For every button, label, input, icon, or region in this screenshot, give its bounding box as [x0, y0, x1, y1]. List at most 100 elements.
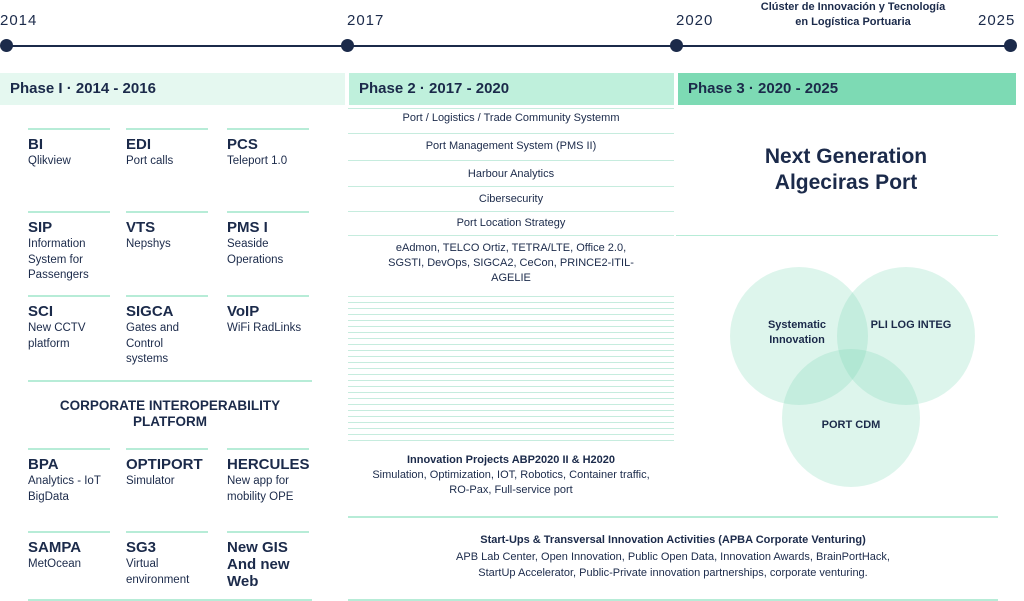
phase1-item-title: EDI [126, 136, 152, 153]
year-2017: 2017 [347, 12, 385, 29]
phase1-item: EDI Port calls [126, 128, 208, 170]
phase1-item-title: PCS [227, 136, 258, 153]
phase1-item-title: SG3 [126, 539, 157, 556]
phase1-item-title: VTS [126, 219, 156, 236]
phase1-item-bar [126, 448, 208, 450]
phase1-item-title: HERCULES [227, 456, 310, 473]
phase1-item: SIP Information System for Passengers [28, 211, 110, 284]
phase2-divider [348, 133, 674, 134]
phase1-item-desc: Simulator [126, 475, 175, 487]
cluster-label: Clúster de Innovación y Tecnología en Lo… [738, 0, 968, 30]
phase3-divider [676, 235, 998, 236]
phase2-row-harbour: Harbour Analytics [467, 168, 555, 180]
phase1-item: BPA Analytics - IoT BigData [28, 448, 110, 505]
phase1-item: BI Qlikview [28, 128, 110, 170]
phase1-item-desc: New CCTV platform [28, 322, 86, 350]
phase1-item-title: SAMPA [28, 539, 82, 556]
phase1-item-title: BPA [28, 456, 59, 473]
phase1-item-bar [126, 531, 208, 533]
timeline-dot-2014 [0, 39, 13, 52]
phase1-item-title: SIP [28, 219, 53, 236]
phase-3-header: Phase 3 · 2020 - 2025 [678, 73, 1016, 105]
phase1-item-desc: Gates and Control systems [126, 322, 180, 365]
next-generation-title-line2: Algeciras Port [774, 171, 918, 194]
phase2-row-pms: Port Management System (PMS II) [425, 140, 597, 152]
venn-circle-portcdm [782, 349, 920, 487]
phase1-item-title: OPTIPORT [126, 456, 203, 473]
timeline-dot-2020 [670, 39, 683, 52]
phase1-item-bar [28, 531, 110, 533]
timeline-dot-2017 [341, 39, 354, 52]
platform-divider-top [28, 380, 312, 382]
phase1-item-desc: Seaside Operations [227, 238, 284, 266]
phase2-divider [348, 108, 674, 109]
venn-label-pli: PLI LOG INTEG [870, 319, 952, 331]
startups-divider [348, 516, 998, 518]
phase1-item-bar [227, 128, 309, 130]
cluster-label-line2: en Logística Portuaria [795, 16, 911, 28]
phase1-item-bar [126, 295, 208, 297]
year-2025: 2025 [978, 12, 1016, 29]
phase1-item-desc: Information System for Passengers [28, 238, 89, 281]
year-2020: 2020 [676, 12, 714, 29]
phase1-item-desc: Teleport 1.0 [227, 155, 288, 167]
phase-1-header: Phase I · 2014 - 2016 [0, 73, 345, 105]
venn-circle-systematic [730, 267, 868, 405]
phase2-row-pcs: Port / Logistics / Trade Community Syste… [402, 112, 620, 124]
phase2-eadmon: eAdmon, TELCO Ortiz, TETRA/LTE, Office 2… [388, 242, 634, 284]
phase1-item: PCS Teleport 1.0 [227, 128, 309, 170]
phase1-item-bar [227, 448, 309, 450]
phase2-divider [348, 160, 674, 161]
phase1-item: OPTIPORT Simulator [126, 448, 208, 490]
phase1-item-desc: New app for mobility OPE [227, 475, 294, 503]
phase-1-bottom-line [28, 599, 312, 601]
startups-title: Start-Ups & Transversal Innovation Activ… [480, 534, 866, 546]
phase1-item-desc: Analytics - IoT BigData [28, 475, 101, 503]
phase1-item: New GIS And new Web [227, 531, 309, 591]
venn-circle-pli [837, 267, 975, 405]
phase1-item-bar [227, 295, 309, 297]
phase2-row-cibersecurity: Cibersecurity [478, 193, 544, 205]
next-generation-title-line1: Next Generation [764, 145, 928, 168]
phase1-item: SIGCA Gates and Control systems [126, 295, 208, 368]
next-generation-title: Next Generation Algeciras Port [676, 144, 1016, 196]
phase1-item-desc: Qlikview [28, 155, 71, 167]
timeline-line [6, 45, 1011, 47]
phase-2-header: Phase 2 · 2017 - 2020 [349, 73, 674, 105]
phase1-item-bar [28, 128, 110, 130]
phase2-row-location: Port Location Strategy [456, 217, 566, 229]
phase1-item-title: BI [28, 136, 43, 153]
cluster-label-line1: Clúster de Innovación y Tecnología [760, 1, 946, 13]
phase1-item: VoIP WiFi RadLinks [227, 295, 309, 337]
phase2-divider [348, 186, 674, 187]
phase1-item-bar [227, 531, 309, 533]
phase1-item: HERCULES New app for mobility OPE [227, 448, 310, 505]
startups-line1: APB Lab Center, Open Innovation, Public … [456, 551, 890, 563]
phase1-item-bar [28, 295, 110, 297]
phase1-item-bar [126, 128, 208, 130]
platform-title: CORPORATE INTEROPERABILITY PLATFORM [59, 398, 281, 429]
phase1-item-bar [28, 211, 110, 213]
venn-label-systematic: Systematic Innovation [767, 319, 827, 346]
phase1-item-desc: WiFi RadLinks [227, 322, 302, 334]
phase2-divider [348, 235, 674, 236]
phase1-item-desc: Port calls [126, 155, 174, 167]
phase1-item-bar [227, 211, 309, 213]
phase2-stripes [348, 296, 674, 444]
venn-label-portcdm: PORT CDM [821, 419, 881, 431]
bottom-line [348, 599, 998, 601]
phase1-item-bar [28, 448, 110, 450]
startups-line2: StartUp Accelerator, Public-Private inno… [478, 567, 868, 579]
phase1-item-desc: Virtual environment [126, 558, 190, 586]
phase1-item-title: New GIS And new Web [227, 539, 290, 590]
year-2014: 2014 [0, 12, 38, 29]
phase1-item-title: VoIP [227, 303, 260, 320]
innovation-projects-title: Innovation Projects ABP2020 II & H2020 [406, 454, 616, 466]
phase1-item-title: SIGCA [126, 303, 174, 320]
timeline-dot-2025 [1004, 39, 1017, 52]
